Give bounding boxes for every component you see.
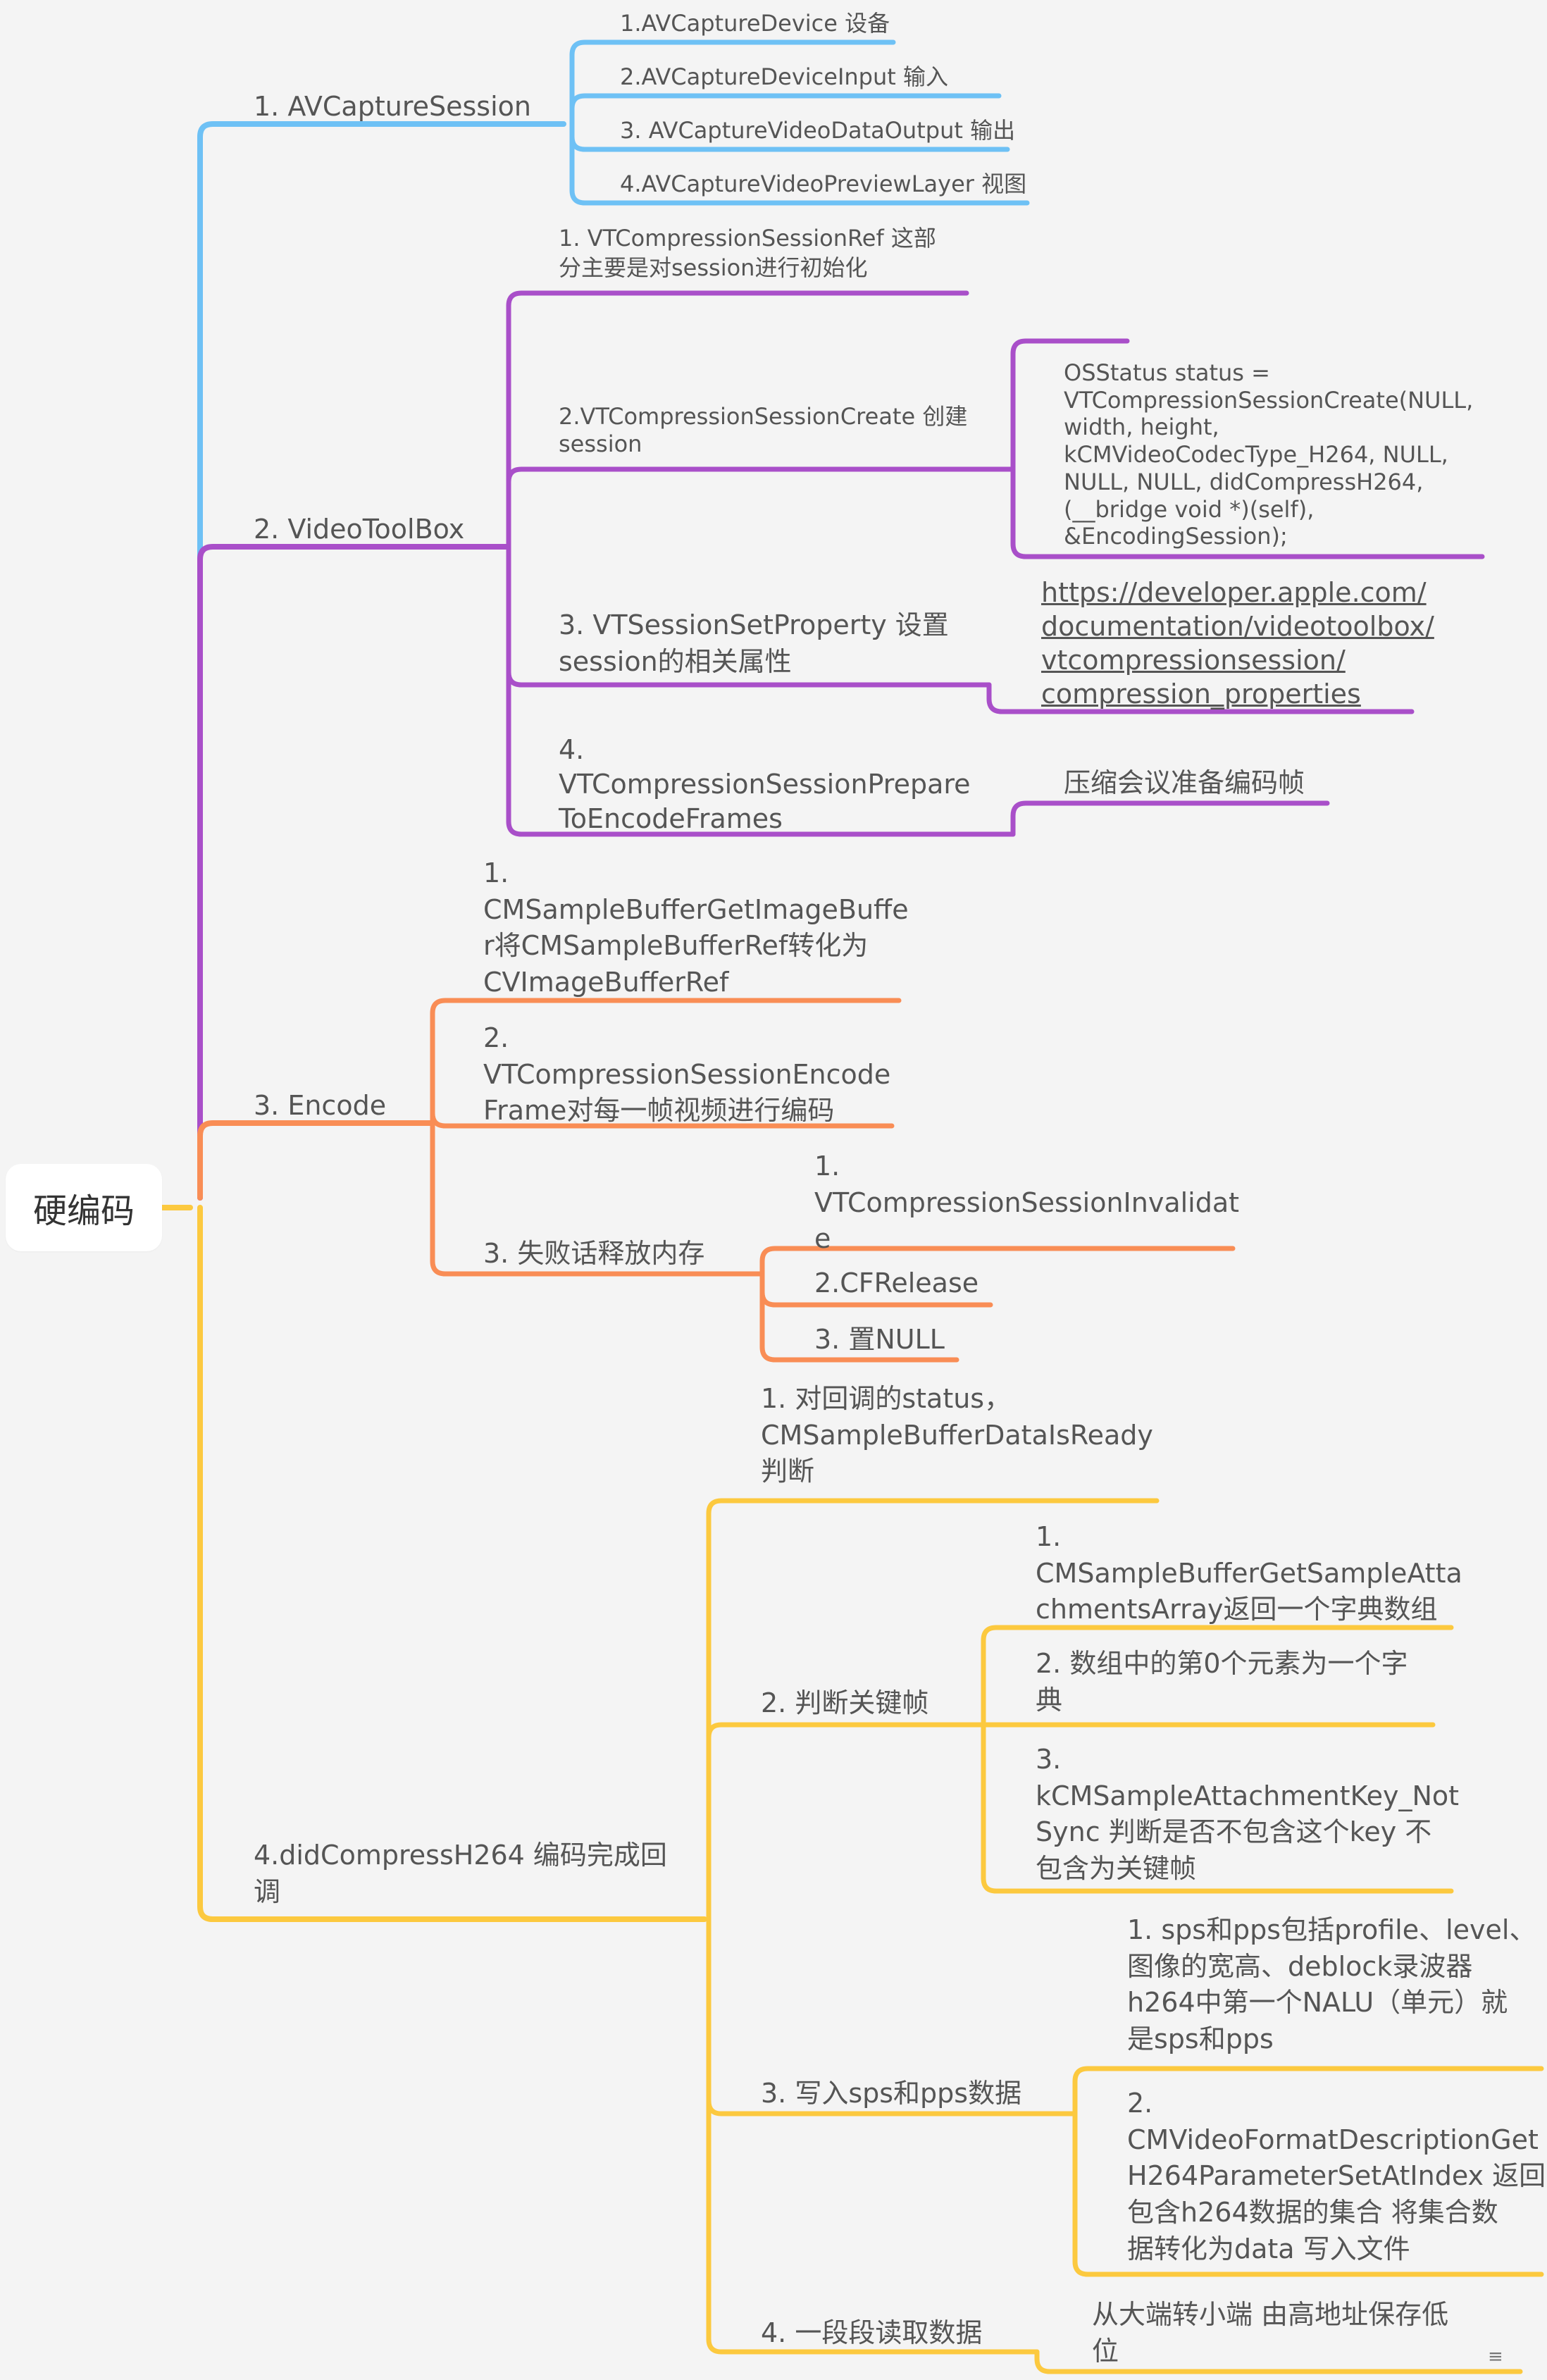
release-child-line-1 (759, 1246, 1236, 1277)
sps-pps-write-node[interactable]: 2. CMVideoFormatDescriptionGet H264Param… (1127, 2088, 1546, 2264)
release-cfrelease-node[interactable]: 2.CFRelease (814, 1268, 979, 1299)
vt-session-create-node[interactable]: 2.VTCompressionSessionCreate 创建 session (559, 403, 968, 458)
vt-properties-doc-link[interactable]: https://developer.apple.com/ documentati… (1041, 577, 1434, 709)
callback-branch-line (197, 1205, 707, 1922)
capture-branch-line (197, 121, 566, 1201)
vt-prepare-detail-line (1010, 800, 1330, 837)
callback-child-line-1 (706, 1498, 1160, 1922)
capture-device-node[interactable]: 1.AVCaptureDevice 设备 (620, 10, 890, 37)
sps-pps-child-line-2 (1072, 2111, 1544, 2277)
sps-pps-info-node[interactable]: 1. sps和pps包括profile、level、 图像的宽高、deblock… (1127, 1914, 1536, 2055)
release-set-null-node[interactable]: 3. 置NULL (814, 1324, 945, 1355)
read-data-detail: 从大端转小端 由高地址保存低 位 (1092, 2299, 1449, 2367)
capture-child-line-1 (569, 39, 896, 127)
keyframe-notsync-node[interactable]: 3. kCMSampleAttachmentKey_Not Sync 判断是否不… (1036, 1744, 1460, 1885)
keyframe-attachments-node[interactable]: 1. CMSampleBufferGetSampleAtta chmentsAr… (1036, 1521, 1462, 1625)
encode-get-image-buffer-node[interactable]: 1. CMSampleBufferGetImageBuffe r将CMSampl… (483, 857, 909, 998)
capture-child-line-4 (569, 121, 1030, 206)
release-invalidate-node[interactable]: 1. VTCompressionSessionInvalidat e (814, 1151, 1240, 1255)
capture-preview-layer-node[interactable]: 4.AVCaptureVideoPreviewLayer 视图 (620, 171, 1027, 197)
release-child-line-3 (759, 1271, 959, 1363)
branch-videotoolbox[interactable]: 2. VideoToolBox (254, 514, 465, 545)
vt-prepare-frames-node[interactable]: 4. VTCompressionSessionPrepare ToEncodeF… (559, 734, 971, 835)
videotoolbox-child-line-2 (506, 466, 1016, 550)
callback-status-check-node[interactable]: 1. 对回调的status， CMSampleBufferDataIsReady… (761, 1383, 1153, 1487)
videotoolbox-child-line-4 (506, 544, 1016, 837)
videotoolbox-child-line-1 (506, 290, 969, 550)
root-node[interactable]: 硬编码 (6, 1164, 162, 1251)
videotoolbox-branch-line (197, 544, 510, 1201)
encode-child-line-2 (430, 1110, 895, 1129)
branch-encode[interactable]: 3. Encode (254, 1090, 387, 1121)
encode-branch-line (197, 1120, 434, 1201)
vt-set-property-node[interactable]: 3. VTSessionSetProperty 设置 session的相关属性 (559, 609, 949, 677)
callback-sps-pps-node[interactable]: 3. 写入sps和pps数据 (761, 2078, 1022, 2109)
note-icon[interactable]: ≡ (1488, 2346, 1503, 2367)
vt-create-detail-line-bottom (1010, 466, 1485, 559)
callback-keyframe-node[interactable]: 2. 判断关键帧 (761, 1687, 929, 1718)
branch-capture-session[interactable]: 1. AVCaptureSession (254, 91, 531, 122)
callback-child-line-2 (706, 1722, 986, 1922)
callback-read-data-node[interactable]: 4. 一段段读取数据 (761, 2317, 983, 2348)
callback-child-line-4 (706, 1916, 1040, 2355)
root-label: 硬编码 (32, 1191, 135, 1231)
capture-output-node[interactable]: 3. AVCaptureVideoDataOutput 输出 (620, 117, 1016, 144)
keyframe-dict-node[interactable]: 2. 数组中的第0个元素为一个字 典 (1036, 1648, 1408, 1716)
encode-child-line-1 (430, 998, 902, 1126)
read-data-detail-line (1034, 2349, 1523, 2374)
vt-create-code-detail: OSStatus status = VTCompressionSessionCr… (1064, 359, 1474, 550)
encode-frame-node[interactable]: 2. VTCompressionSessionEncode Frame对每一帧视… (483, 1022, 891, 1127)
sps-pps-child-line-1 (1072, 2066, 1544, 2116)
encode-child-line-3 (430, 1120, 764, 1277)
vt-property-detail-line (986, 682, 1415, 714)
branch-did-compress[interactable]: 4.didCompressH264 编码完成回 调 (254, 1840, 667, 1907)
vt-session-ref-node[interactable]: 1. VTCompressionSessionRef 这部 分主要是对sessi… (559, 225, 936, 281)
keyframe-child-line-3 (981, 1722, 1454, 1894)
keyframe-child-line-1 (981, 1625, 1454, 1728)
vt-prepare-detail: 压缩会议准备编码帧 (1064, 767, 1305, 798)
encode-release-memory-node[interactable]: 3. 失败话释放内存 (483, 1238, 705, 1269)
vt-create-detail-line (1010, 338, 1130, 472)
capture-input-node[interactable]: 2.AVCaptureDeviceInput 输入 (620, 63, 948, 90)
capture-child-line-2 (569, 93, 1002, 127)
